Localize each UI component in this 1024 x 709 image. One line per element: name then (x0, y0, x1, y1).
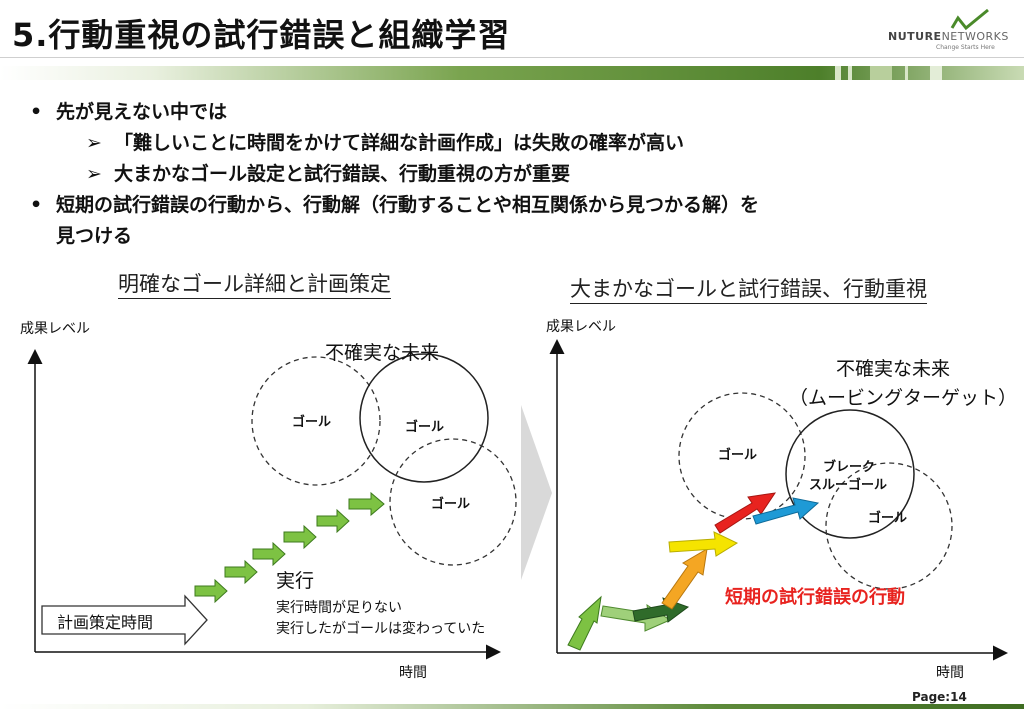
left-step-arrow-3 (252, 541, 286, 567)
left-goal-circle-1 (251, 356, 381, 486)
right-breakthrough-circle (785, 409, 915, 539)
right-arrow-red (714, 492, 777, 534)
right-action-arrows (567, 492, 820, 651)
plan-label: 計画策定時間 (57, 613, 154, 632)
bullet-subtext-1: 「難しいことに時間をかけて詳細な計画作成」は失敗の確率が高い (114, 132, 685, 154)
footer-green-bar (0, 704, 1024, 709)
bullet-subitem-1: ➢ 「難しいことに時間をかけて詳細な計画作成」は失敗の確率が高い (86, 128, 684, 159)
header-divider (0, 57, 1024, 58)
left-step-arrow-2 (224, 559, 258, 585)
transition-arrow-icon (521, 405, 552, 580)
left-exec-line-1: 実行時間が足りない (276, 600, 402, 616)
right-breakthrough-label-2: スルーゴール (809, 478, 888, 493)
right-breakthrough-label-1: ブレーク (823, 460, 876, 475)
right-future-label-1: 不確実な未来 (836, 358, 951, 380)
left-step-arrows (194, 491, 385, 604)
right-goal-circle-3 (825, 462, 953, 590)
right-future-label-2: （ムービングターゲット） (789, 387, 1018, 409)
right-action-label: 短期の試行錯誤の行動 (725, 587, 905, 608)
logo-check-icon (950, 8, 989, 31)
right-arrow-orange (661, 548, 708, 610)
bullet-subtext-2: 大まかなゴール設定と試行錯誤、行動重視の方が重要 (114, 163, 571, 185)
page-number: Page:14 (912, 690, 967, 704)
left-goal-circle-2 (359, 353, 489, 483)
right-arrow-blue (752, 497, 820, 525)
left-goal-label-1: ゴール (292, 415, 332, 430)
left-y-axis-label: 成果レベル (20, 321, 90, 337)
right-arrow-green-1 (567, 595, 602, 651)
arrow-bullet-icon: ➢ (86, 132, 102, 154)
left-step-arrow-4 (283, 524, 317, 550)
header-green-bar (0, 66, 1024, 80)
bullet-item-2-cont: 見つける (56, 225, 133, 247)
bullet-item-2: • 短期の試行錯誤の行動から、行動解（行動することや相互関係から見つかる解）を (30, 190, 759, 221)
bullet-item-1: • 先が見えない中では (30, 97, 227, 128)
right-goal-circle-1 (678, 392, 806, 520)
left-future-label: 不確実な未来 (325, 342, 440, 364)
logo-name-1: NUTURE (888, 30, 942, 43)
bullet-dot-icon: • (30, 194, 43, 216)
right-goal-label-1: ゴール (718, 448, 758, 463)
bullet-text-2: 短期の試行錯誤の行動から、行動解（行動することや相互関係から見つかる解）を (56, 194, 760, 216)
left-step-arrow-1 (194, 578, 228, 604)
bullet-dot-icon: • (30, 101, 43, 123)
left-diagram-title-text: 明確なゴール詳細と計画策定 (118, 272, 391, 299)
right-x-axis-label: 時間 (936, 665, 964, 681)
page-title: 5.行動重視の試行錯誤と組織学習 (12, 16, 511, 54)
logo-text: NUTURENETWORKS (888, 30, 1009, 43)
left-goal-label-2: ゴール (405, 420, 445, 435)
company-logo: NUTURENETWORKS Change Starts Here (888, 6, 1020, 60)
bullet-text-1: 先が見えない中では (56, 101, 228, 123)
left-exec-title: 実行 (276, 570, 315, 592)
bullet-subitem-2: ➢ 大まかなゴール設定と試行錯誤、行動重視の方が重要 (86, 159, 570, 190)
left-step-arrow-5 (316, 508, 350, 534)
left-goal-label-3: ゴール (431, 497, 471, 512)
plan-arrow-shape (41, 594, 208, 646)
left-x-axis-label: 時間 (399, 665, 427, 681)
right-diagram-title-text: 大まかなゴールと試行錯誤、行動重視 (570, 277, 927, 304)
left-goal-circle-3 (389, 438, 517, 566)
logo-tagline: Change Starts Here (936, 44, 995, 51)
right-arrow-yellow (668, 531, 739, 557)
right-goal-label-3: ゴール (868, 511, 908, 526)
arrow-bullet-icon: ➢ (86, 163, 102, 185)
right-diagram-title: 大まかなゴールと試行錯誤、行動重視 (570, 273, 927, 304)
right-y-axis-label: 成果レベル (546, 319, 616, 335)
logo-name-2: NETWORKS (941, 30, 1009, 43)
left-step-arrow-6 (348, 491, 385, 517)
left-diagram-title: 明確なゴール詳細と計画策定 (118, 268, 391, 299)
left-exec-line-2: 実行したがゴールは変わっていた (276, 621, 486, 637)
